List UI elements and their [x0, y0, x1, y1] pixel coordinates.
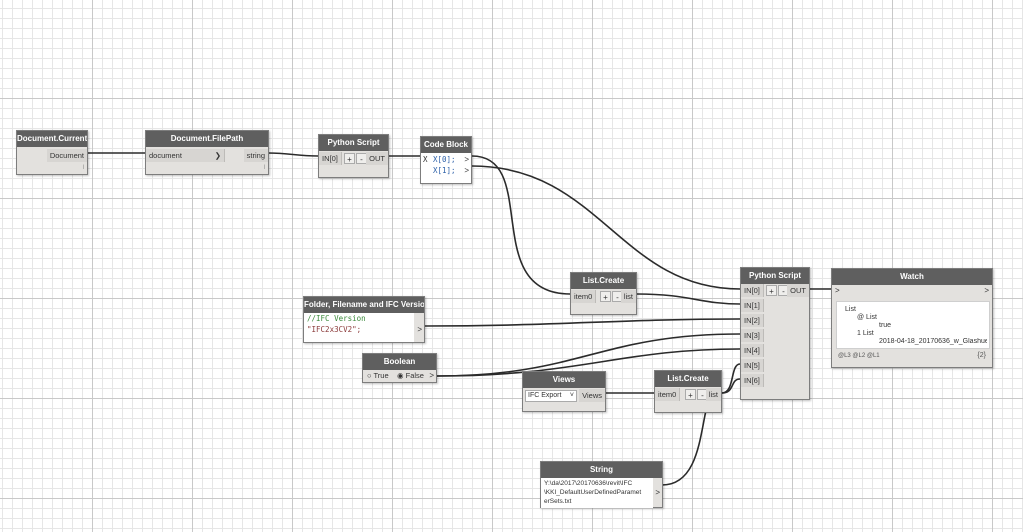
- node-document-current[interactable]: Document.Current Document l: [16, 130, 88, 175]
- output-port-arrow[interactable]: >: [655, 488, 660, 497]
- node-list-create-2[interactable]: List.Create item0 + - list: [654, 370, 722, 413]
- wire-lc2-to-py2-in5: [721, 363, 741, 394]
- node-document-filepath[interactable]: Document.FilePath document ❯ string l: [145, 130, 269, 175]
- radio-label-true: True: [373, 371, 389, 380]
- add-input-button[interactable]: +: [600, 291, 611, 302]
- add-input-button[interactable]: +: [766, 285, 777, 296]
- output-port-arrow[interactable]: >: [417, 325, 422, 334]
- input-port-in6[interactable]: IN[6]: [741, 374, 764, 387]
- input-port-in5[interactable]: IN[5]: [741, 359, 764, 372]
- node-title: Boolean: [363, 354, 436, 370]
- views-dropdown[interactable]: IFC Export ˅: [525, 390, 577, 402]
- watch-output-panel[interactable]: List @ List true 1 List 2018-04-18_20170…: [836, 301, 990, 349]
- wire-string-to-lc2: [661, 401, 709, 486]
- node-python-script-2[interactable]: Python Script IN[0] + - OUT IN[1] IN[2] …: [740, 267, 810, 400]
- node-folder-filename-ifc[interactable]: Folder, Filename and IFC Version //IFC V…: [303, 296, 425, 343]
- string-line-3[interactable]: erSets.txt: [544, 498, 572, 505]
- output-port-arrow-2[interactable]: >: [464, 166, 469, 175]
- output-port-arrow-1[interactable]: >: [464, 155, 469, 164]
- input-port-in3[interactable]: IN[3]: [741, 329, 764, 342]
- radio-true[interactable]: ○ True: [367, 371, 389, 380]
- input-port-arrow[interactable]: >: [835, 286, 840, 295]
- port-label: document: [149, 151, 182, 160]
- input-port-in1[interactable]: IN[1]: [741, 299, 764, 312]
- input-port-x[interactable]: X: [423, 155, 428, 164]
- code-comment[interactable]: //IFC Version: [307, 314, 366, 323]
- node-title: Views: [523, 372, 605, 388]
- node-title: Watch: [832, 269, 992, 285]
- add-input-button[interactable]: +: [685, 389, 696, 400]
- wire-folder-to-py2-in2: [424, 318, 741, 327]
- watch-item-2-value: 2018-04-18_20170636_w_Glashuett: [879, 338, 987, 345]
- wire-cb-x0-to-listcreate1: [471, 155, 571, 295]
- code-line-2[interactable]: X[1];: [433, 166, 456, 175]
- watch-root-label: List: [845, 306, 856, 313]
- output-port-arrow[interactable]: >: [429, 371, 434, 380]
- output-port-document[interactable]: Document: [46, 149, 87, 162]
- node-boolean[interactable]: Boolean ○ True ◉ False >: [362, 353, 437, 383]
- wire-cb-x1-to-py2-in0: [471, 165, 741, 290]
- radio-checked-icon: ◉: [397, 371, 404, 380]
- radio-label-false: False: [405, 371, 424, 380]
- dropdown-value: IFC Export: [528, 392, 562, 399]
- output-port-list[interactable]: list: [705, 388, 721, 401]
- input-port-item0[interactable]: item0: [571, 290, 597, 303]
- code-value[interactable]: "IFC2x3CV2";: [307, 325, 362, 334]
- wire-lc2-to-py2-in6: [721, 378, 741, 394]
- node-title: Python Script: [741, 268, 809, 284]
- output-port-out[interactable]: OUT: [366, 152, 388, 165]
- output-port-list[interactable]: list: [620, 290, 636, 303]
- watch-item-2-label: 1 List: [857, 330, 874, 337]
- radio-false[interactable]: ◉ False: [397, 371, 424, 380]
- output-port-arrow[interactable]: >: [984, 286, 989, 295]
- node-title: Folder, Filename and IFC Version: [304, 297, 424, 313]
- output-port-out[interactable]: OUT: [787, 284, 809, 297]
- watch-count: {2}: [977, 352, 986, 359]
- node-string[interactable]: String Y:\da\2017\20170636\revit\IFC \KK…: [540, 461, 663, 508]
- add-input-button[interactable]: +: [344, 153, 355, 164]
- watch-item-1-label: @ List: [857, 314, 877, 321]
- radio-unchecked-icon: ○: [367, 371, 372, 380]
- node-title: List.Create: [655, 371, 721, 387]
- node-list-create-1[interactable]: List.Create item0 + - list: [570, 272, 637, 315]
- chevron-right-icon: ❯: [214, 151, 221, 160]
- wire-lc1-to-py2-in1: [636, 293, 741, 305]
- input-port-document[interactable]: document ❯: [146, 149, 225, 162]
- input-port-item0[interactable]: item0: [655, 388, 681, 401]
- node-code-block[interactable]: Code Block X X[0]; X[1]; > >: [420, 136, 472, 184]
- input-port-in0[interactable]: IN[0]: [319, 152, 342, 165]
- node-title: Python Script: [319, 135, 388, 151]
- node-title: String: [541, 462, 662, 478]
- input-port-in4[interactable]: IN[4]: [741, 344, 764, 357]
- string-line-1[interactable]: Y:\da\2017\20170636\revit\IFC: [544, 480, 633, 487]
- node-title: List.Create: [571, 273, 636, 289]
- input-port-in0[interactable]: IN[0]: [741, 284, 764, 297]
- output-port-string[interactable]: string: [243, 149, 268, 162]
- string-line-2[interactable]: \KKI_DefaultUserDefinedParamet: [544, 489, 642, 496]
- wire-filepath-to-py1: [267, 152, 319, 157]
- node-views[interactable]: Views IFC Export ˅ Views: [522, 371, 606, 412]
- input-port-in2[interactable]: IN[2]: [741, 314, 764, 327]
- watch-item-1-value: true: [879, 322, 892, 329]
- node-title: Code Block: [421, 137, 471, 153]
- node-title: Document.FilePath: [146, 131, 268, 147]
- node-python-script-1[interactable]: Python Script IN[0] + - OUT: [318, 134, 389, 178]
- watch-level-footer: @L3 @L2 @L1: [838, 353, 880, 359]
- node-title: Document.Current: [17, 131, 87, 147]
- output-port-views[interactable]: Views: [579, 389, 605, 402]
- node-watch[interactable]: Watch > > List @ List true 1 List 2018-0…: [831, 268, 993, 368]
- chevron-down-icon: ˅: [569, 392, 574, 399]
- code-line-1[interactable]: X[0];: [433, 155, 456, 164]
